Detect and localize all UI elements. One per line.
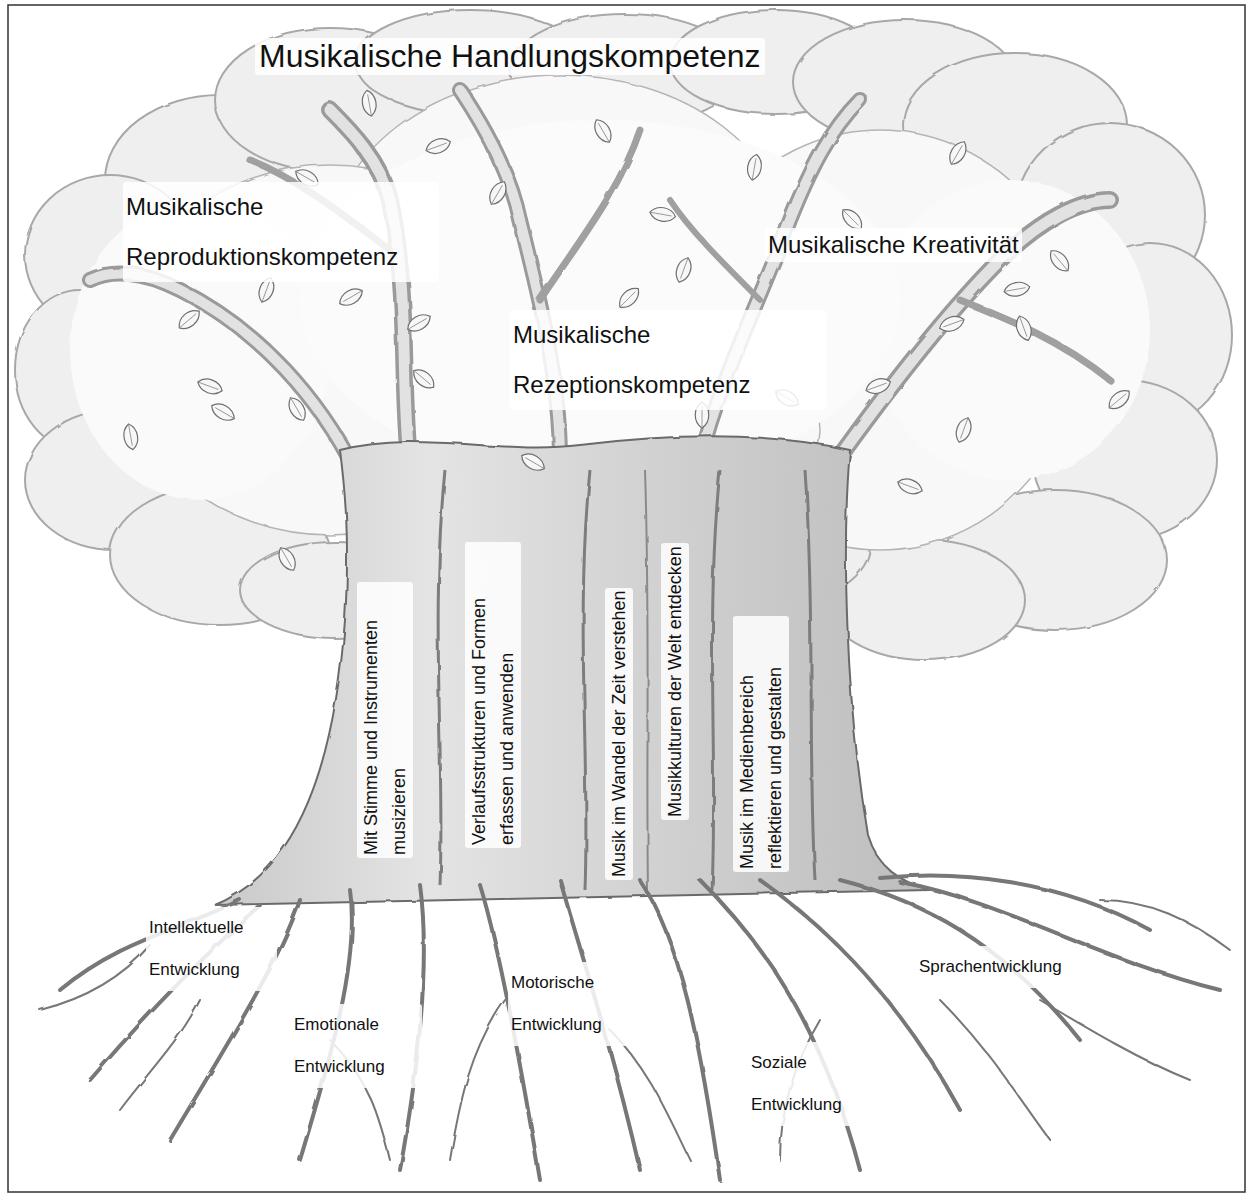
tree-roots-part	[840, 880, 1080, 1040]
tree-leaves-part	[953, 415, 975, 444]
crown-label: Musikalische Reproduktionskompetenz	[123, 182, 439, 282]
tree-branches-part	[330, 110, 410, 470]
tree-roots-part	[1040, 1000, 1190, 1080]
tree-leaves-part	[285, 394, 310, 423]
tree-leaves-part	[864, 375, 893, 397]
diagram-title: Musikalische Handlungskompetenz	[255, 38, 765, 75]
tree-leaves-part	[208, 400, 237, 425]
root-label: Emotionale Entwicklung	[291, 1004, 422, 1088]
tree-roots-part	[120, 1000, 200, 1110]
tree-branches-part	[540, 130, 640, 300]
tree-trunk-part	[215, 436, 930, 905]
tree-roots-part	[1100, 900, 1230, 950]
tree-trunk-part	[712, 470, 720, 890]
tree-leaves-part	[518, 450, 547, 475]
tree-leaves-part	[615, 284, 643, 312]
tree-leaves-part	[1013, 314, 1035, 343]
tree-leaves-part	[591, 116, 616, 145]
tree-leaves-part	[360, 89, 378, 117]
tree-leaves-part	[195, 376, 224, 398]
tree-branches-part	[90, 273, 355, 470]
tree-leaves-part	[275, 544, 300, 573]
tree-branches-part	[90, 273, 355, 470]
tree-roots-part	[900, 882, 1220, 990]
tree-branches	[90, 90, 1110, 470]
frame	[8, 5, 1245, 1192]
tree-leaves-part	[1003, 280, 1031, 298]
tree-leaves-part	[673, 255, 695, 284]
tree-leaves-part	[486, 178, 511, 207]
tree-roots-part	[640, 880, 720, 1180]
trunk-label: Musik im Medienbereich reflektieren und …	[733, 616, 789, 872]
tree-trunk	[215, 436, 930, 905]
tree-roots-part	[880, 876, 1150, 930]
tree-trunk-part	[805, 470, 815, 880]
trunk-label: Verlaufsstrukturen und Formen erfassen u…	[465, 542, 521, 848]
tree-roots-part	[450, 1000, 505, 1160]
tree-branches-part	[330, 110, 410, 470]
trunk-label: Musikkulturen der Welt entdecken	[661, 543, 689, 820]
trunk-label: Mit Stimme und Instrumenten musizieren	[357, 582, 413, 858]
root-label: Intellektuelle Entwicklung	[146, 907, 277, 991]
tree-leaves-part	[409, 365, 438, 392]
tree-leaves-part	[895, 476, 924, 498]
tree-trunk-part	[583, 470, 590, 890]
tree-leaves	[122, 89, 1134, 573]
tree-branches-part	[960, 300, 1110, 380]
tree-roots-part	[610, 1030, 690, 1160]
tree-trunk-part	[438, 470, 445, 885]
tree-leaves-part	[175, 306, 204, 333]
crown-label: Musikalische Rezeptionskompetenz	[510, 310, 826, 410]
tree-roots-part	[40, 945, 150, 1010]
crown-label: Musikalische Kreativität	[765, 228, 1022, 262]
tree-roots-part	[940, 1000, 1050, 1140]
tree-leaves-part	[336, 285, 365, 310]
root-label: Sprachentwicklung	[916, 946, 1065, 988]
tree-leaves-part	[1105, 386, 1134, 413]
trunk-label: Musik im Wandel der Zeit verstehen	[605, 588, 633, 880]
tree-trunk-part	[645, 470, 648, 890]
tree-branches-part	[670, 200, 760, 300]
root-label: Soziale Entwicklung	[748, 1042, 879, 1126]
tree-leaves-part	[946, 138, 971, 167]
tree-crown-part	[870, 180, 1150, 480]
tree-leaves-part	[1046, 246, 1073, 275]
tree-leaves-part	[424, 135, 453, 157]
tree-roots-part	[700, 880, 860, 1170]
tree-roots	[40, 876, 1230, 1180]
tree-leaves-part	[122, 423, 140, 451]
tree-leaves-part	[746, 153, 764, 181]
root-label: Motorische Entwicklung	[508, 962, 639, 1046]
tree-leaves-part	[937, 313, 966, 335]
tree-leaves-part	[649, 206, 677, 224]
tree-leaves-part	[404, 311, 433, 336]
